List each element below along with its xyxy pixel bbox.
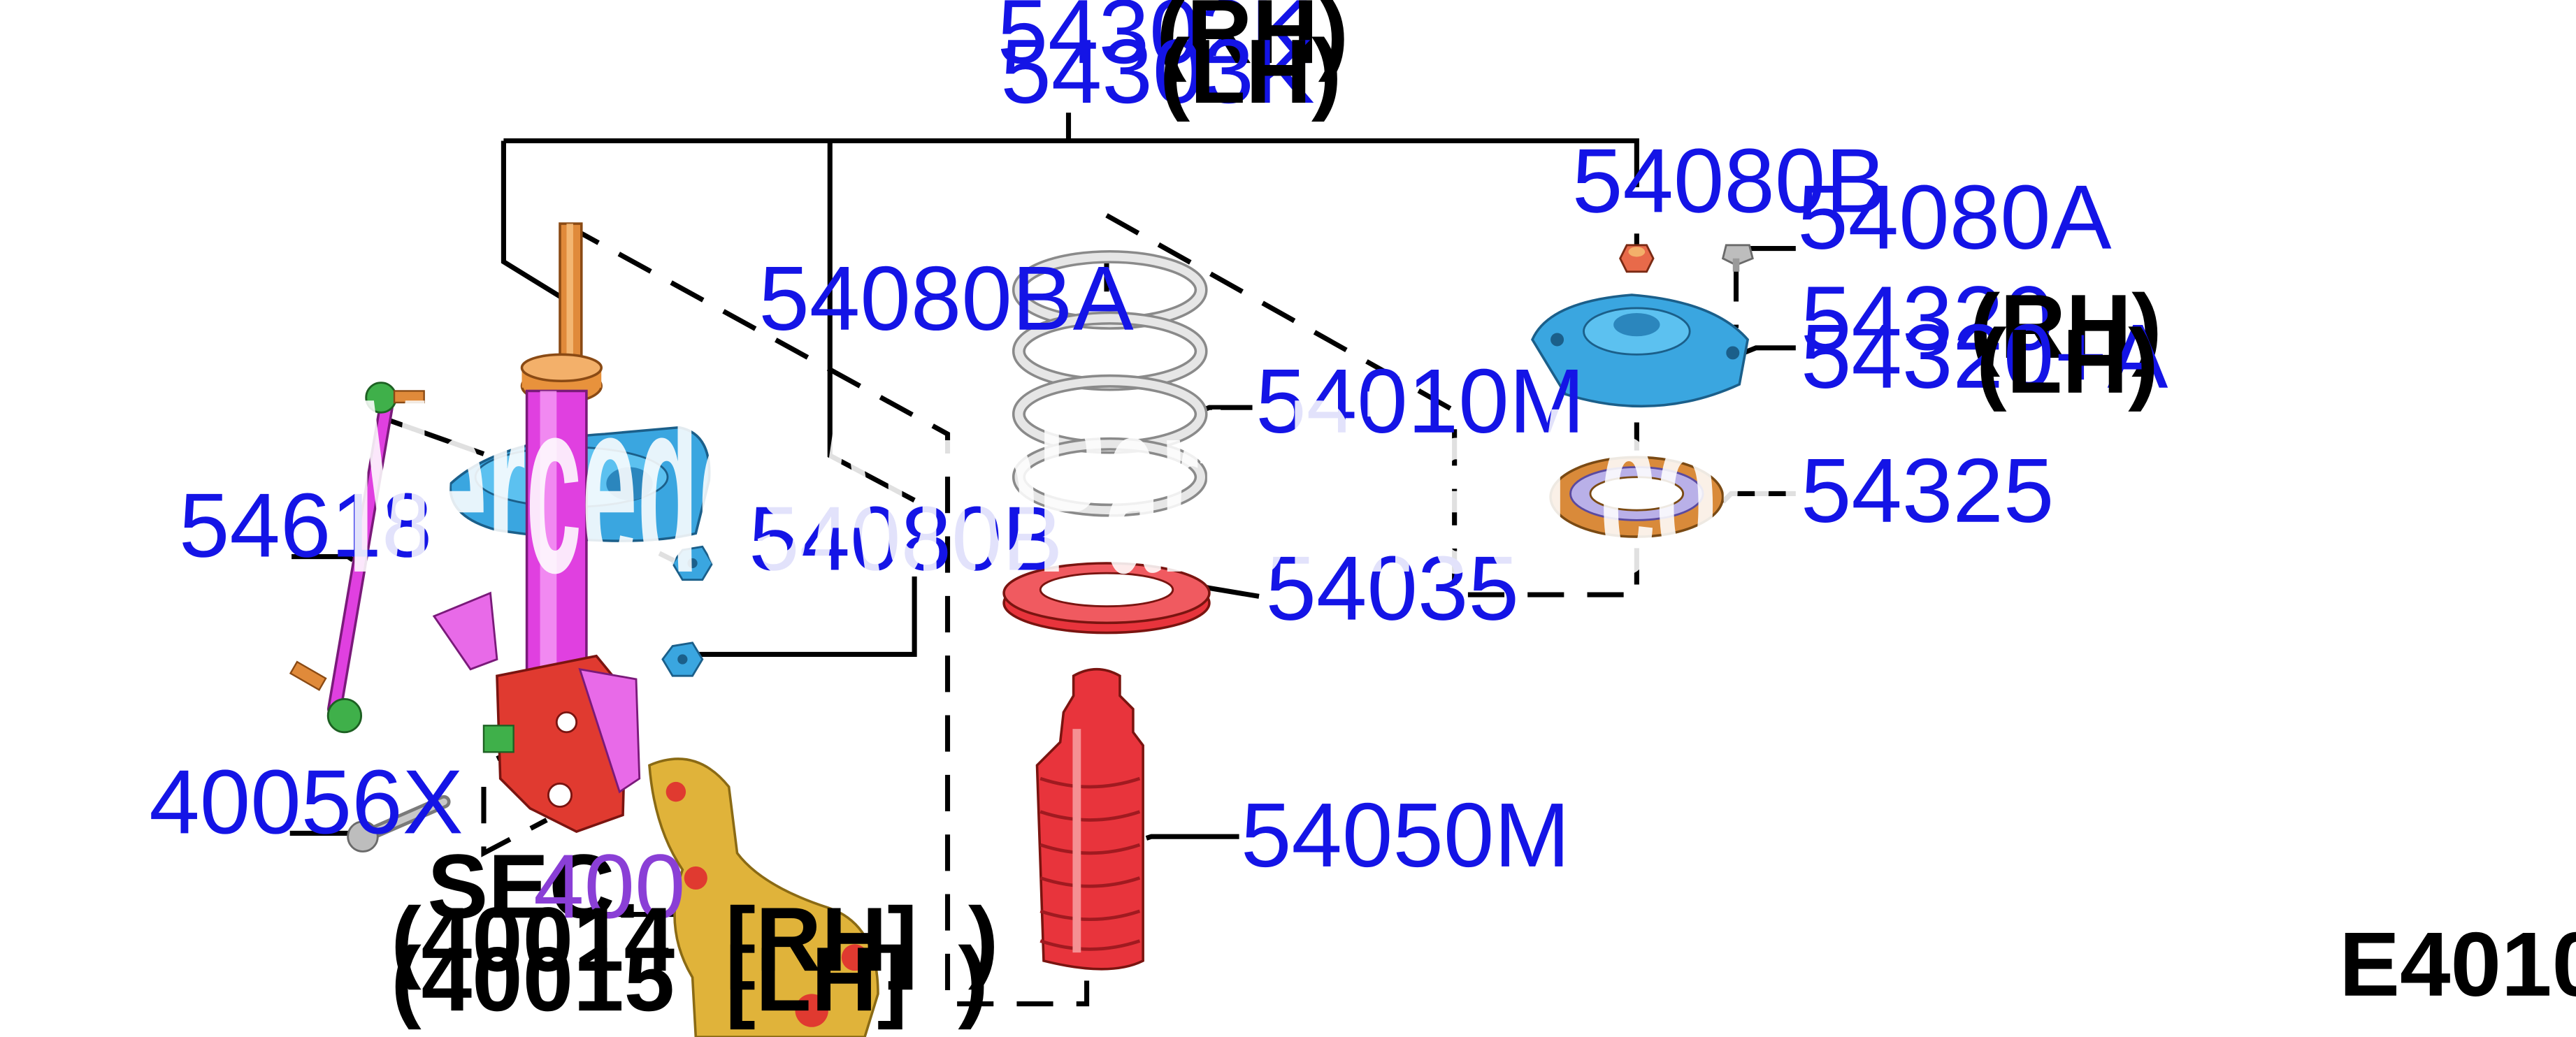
label-bumper-boot: 54050M xyxy=(1241,784,1570,886)
strut-mount xyxy=(1531,293,1750,408)
link-nut-lower xyxy=(661,641,704,677)
label-mount-lh: 54320+A xyxy=(1801,305,2168,407)
section-number[interactable]: 400 xyxy=(533,835,685,937)
bumper-boot xyxy=(1035,668,1144,971)
section-line-rh: (40014 [RH] ) xyxy=(391,888,998,990)
watermark: MercedesAutoPartsDirect.com xyxy=(348,347,1806,625)
spring-seat-insulator xyxy=(1002,562,1211,634)
label-bearing: 54325 xyxy=(1801,440,2054,542)
section-prefix: SEC. xyxy=(427,835,640,937)
label-coil-spring: 54010M xyxy=(1255,350,1585,452)
bearing xyxy=(1549,456,1725,538)
coil-spring xyxy=(1012,249,1208,517)
label-stabilizer-link: 54618 xyxy=(179,474,432,576)
mount-bolt xyxy=(1721,244,1754,272)
assembly-side-rh: (RH) xyxy=(1156,0,1348,82)
strut-rod xyxy=(559,222,583,375)
label-link-nut: 54080B xyxy=(749,487,1063,589)
steering-knuckle xyxy=(648,757,879,1037)
label-bound-nut-top: 54080B xyxy=(1572,129,1886,231)
label-mount-lh-side: (LH) xyxy=(1976,310,2159,412)
link-nut xyxy=(671,545,714,581)
assembly-part-rh: 54302K xyxy=(998,0,1311,82)
label-nut-ba: 54080BA xyxy=(758,247,1133,349)
label-bolt-mount: 54080A xyxy=(1797,166,2111,268)
label-mount-rh: 54320 xyxy=(1801,267,2054,369)
assembly-side-lh: (LH) xyxy=(1160,20,1342,122)
figure-id: E401009C xyxy=(2339,913,2576,1015)
knuckle-bolt xyxy=(347,795,451,853)
label-spring-seat: 54035 xyxy=(1266,537,1519,639)
strut-bracket xyxy=(482,654,641,833)
section-line-lh: (40015 [LH] ) xyxy=(391,928,988,1030)
assembly-part-lh: 54303K xyxy=(1000,20,1314,122)
mount-top-nut xyxy=(1619,244,1655,273)
label-mount-rh-side: (RH) xyxy=(1970,275,2162,377)
label-knuckle-bolt: 40056X xyxy=(149,750,463,853)
callout-labels: 54302K (RH) 54303K (LH) 54080B 54080A 54… xyxy=(149,0,2576,1030)
stabilizer-link xyxy=(289,382,425,734)
